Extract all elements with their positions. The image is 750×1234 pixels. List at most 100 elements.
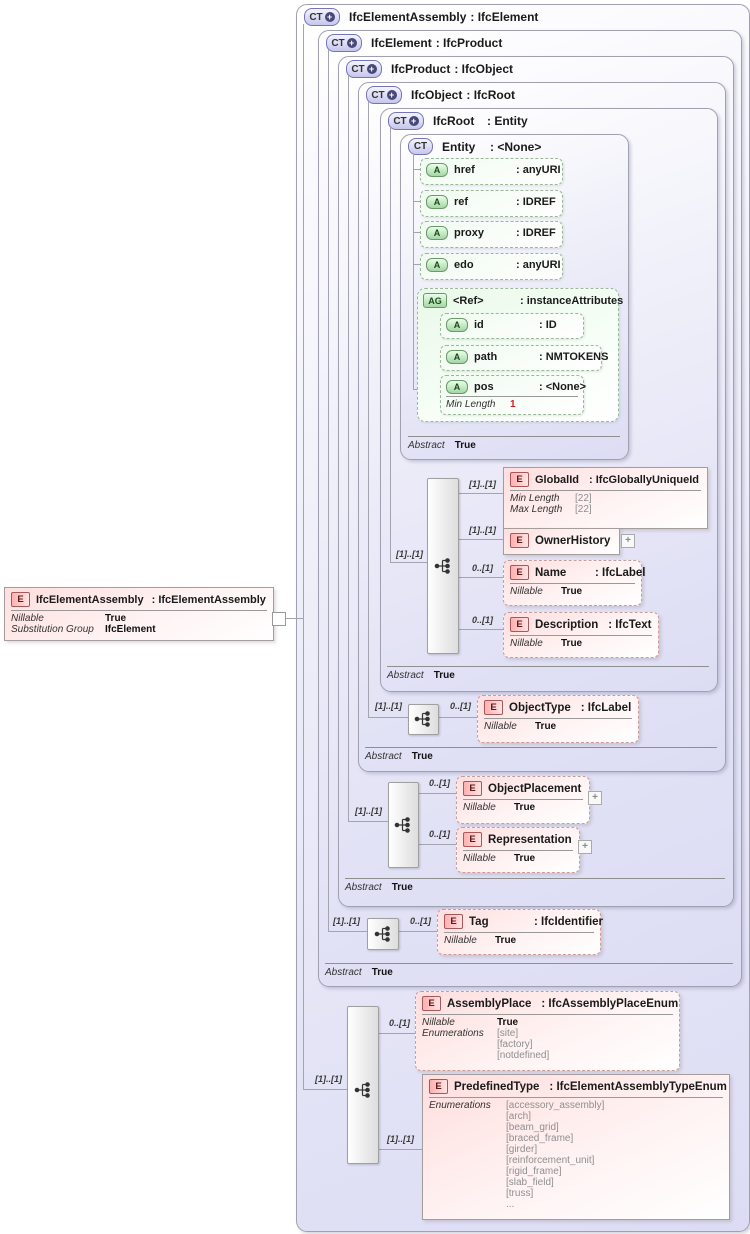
attribute-badge: A — [426, 195, 448, 209]
connector-line — [413, 232, 420, 233]
element-title: E OwnerHistory — [504, 529, 619, 550]
element-name: Representation — [488, 833, 572, 846]
prop-value: True — [105, 613, 127, 624]
prop-value: True — [514, 853, 536, 864]
element-representation: E Representation Nillable True — [456, 827, 580, 873]
attribute-id: A id : ID — [440, 313, 584, 339]
connector-line — [328, 50, 329, 932]
connector-line — [413, 169, 420, 170]
base-type: : IfcProduct — [435, 36, 503, 50]
connector-line — [368, 102, 369, 718]
nillable-row: Nillable True — [457, 853, 579, 864]
cardinality-label: 0..[1] — [429, 778, 451, 788]
prop-value: True — [495, 935, 517, 946]
attribute-href: A href : anyURI — [420, 158, 563, 185]
attribute-badge: A — [426, 226, 448, 240]
expand-button[interactable]: + — [621, 534, 635, 548]
element-ownerhistory: E OwnerHistory — [503, 528, 620, 555]
attribute-group-badge: AG — [423, 293, 447, 308]
element-tag: E Tag : IfcIdentifier Nillable True — [437, 909, 603, 955]
enumeration-row: Enumerations [accessory_assembly] — [423, 1100, 729, 1111]
abstract-row-ifcroot: Abstract True — [387, 666, 709, 681]
prop-label: Nillable — [510, 638, 543, 649]
attribute-group-name: <Ref> — [453, 294, 484, 307]
element-title: E Description : IfcText — [504, 613, 658, 634]
enum-value: [accessory_assembly] — [506, 1100, 605, 1111]
attribute-name: href — [454, 164, 475, 176]
attribute-title: A id : ID — [441, 314, 583, 334]
plus-icon: + — [366, 64, 377, 74]
attribute-type: : NMTOKENS — [539, 351, 609, 363]
connector-line — [457, 493, 503, 494]
element-type: : IfcLabel — [595, 566, 646, 579]
abstract-row-ifcelement: Abstract True — [325, 963, 733, 978]
element-badge: E — [463, 832, 482, 847]
connector-line — [348, 821, 388, 822]
attribute-ref: A ref : IDREF — [420, 190, 563, 217]
attribute-title: A path : NMTOKENS — [441, 346, 608, 366]
attribute-title: A pos : <None> — [441, 376, 586, 396]
complextype-badge: CT+ — [388, 112, 424, 130]
element-objecttype: E ObjectType : IfcLabel Nillable True — [477, 695, 639, 743]
attribute-group-type: : instanceAttributes — [520, 294, 624, 307]
attribute-type: : anyURI — [516, 164, 561, 176]
nillable-row: Nillable True — [416, 1017, 679, 1028]
element-name: ObjectType — [509, 701, 571, 714]
element-badge: E — [463, 781, 482, 796]
element-title: E GlobalId : IfcGloballyUniqueId — [504, 468, 707, 489]
element-type: : IfcLabel — [580, 701, 632, 714]
element-objectplacement: E ObjectPlacement Nillable True — [456, 776, 590, 824]
abstract-row-ifcobject: Abstract True — [365, 747, 717, 762]
prop-label: Nillable — [444, 935, 477, 946]
element-badge: E — [429, 1079, 448, 1094]
collapse-handle[interactable] — [272, 612, 286, 626]
element-title: E IfcElementAssembly : IfcElementAssembl… — [5, 588, 273, 609]
connector-line — [368, 717, 408, 718]
enum-value: [rigid_frame] — [506, 1166, 562, 1177]
prop-label: Enumerations — [429, 1100, 491, 1111]
facet-label: Max Length — [510, 504, 563, 515]
sequence-icon — [374, 926, 390, 942]
complextype-badge: CT+ — [366, 86, 402, 104]
enum-value: [beam_grid] — [506, 1122, 559, 1133]
prop-label: Nillable — [463, 853, 496, 864]
attribute-path: A path : NMTOKENS — [440, 345, 608, 371]
enum-value: [notdefined] — [497, 1050, 550, 1061]
attribute-type: : IDREF — [516, 196, 556, 208]
enumeration-row: ... — [423, 1199, 729, 1210]
enumeration-row: Enumerations [site] — [416, 1028, 679, 1039]
facet-row: Min Length [22] — [504, 493, 707, 504]
abstract-value: True — [454, 440, 476, 451]
prop-value: IfcElement — [105, 624, 156, 635]
cardinality-label: [1]..[1] — [333, 916, 360, 926]
cardinality-label: [1]..[1] — [396, 549, 423, 559]
element-type: : IfcAssemblyPlaceEnum — [541, 997, 679, 1010]
abstract-value: True — [411, 751, 433, 762]
plus-icon: + — [408, 116, 419, 126]
connector-line — [413, 264, 420, 265]
abstract-label: Abstract — [387, 670, 424, 681]
cardinality-label: [1]..[1] — [375, 701, 402, 711]
facet-value: [22] — [575, 493, 592, 504]
prop-label: Nillable — [422, 1017, 455, 1028]
element-name: IfcElementAssembly — [36, 593, 144, 606]
connector-line — [457, 539, 503, 540]
attribute-badge: A — [446, 380, 468, 394]
container-header: CT+ IfcElement: IfcProduct — [326, 34, 502, 52]
complextype-badge: CT+ — [304, 8, 340, 26]
container-title: IfcElement: IfcProduct — [371, 36, 502, 50]
sequence-icon — [354, 1082, 370, 1098]
attribute-edo: A edo : anyURI — [420, 253, 563, 280]
element-title: E Name : IfcLabel — [504, 561, 645, 582]
expand-button[interactable]: + — [578, 840, 592, 854]
element-badge: E — [11, 592, 30, 607]
container-header: CT+ IfcRoot: Entity — [388, 112, 528, 130]
abstract-value: True — [391, 882, 413, 893]
type-name: IfcRoot — [433, 114, 475, 128]
expand-button[interactable]: + — [588, 791, 602, 805]
connector-line — [285, 618, 303, 619]
attribute-name: pos — [474, 381, 494, 393]
cardinality-label: 0..[1] — [472, 615, 494, 625]
container-title: IfcProduct: IfcObject — [391, 62, 513, 76]
prop-label: Enumerations — [422, 1028, 484, 1039]
